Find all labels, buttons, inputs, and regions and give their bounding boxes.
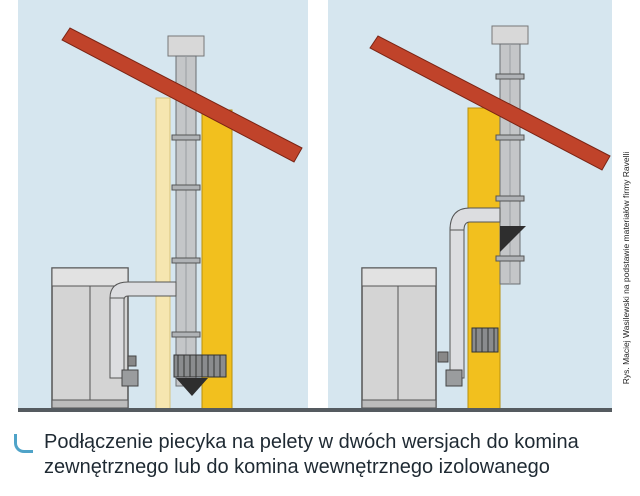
stove-flue-vertical	[449, 227, 465, 379]
chimney-insulation	[467, 107, 501, 410]
caption-line-2: zewnętrznego lub do komina wewnętrznego …	[44, 456, 550, 478]
illustration-credit: Rys. Maciej Wasilewski na podstawie mate…	[614, 95, 638, 440]
chimney-joint	[176, 378, 208, 396]
chimney-joint	[500, 226, 526, 252]
roof	[369, 35, 611, 171]
roof	[61, 27, 303, 163]
internal-chimney-diagram	[328, 0, 612, 410]
stove-flue-elbow	[109, 281, 177, 301]
pellet-stove	[361, 267, 437, 409]
external-chimney-diagram	[18, 0, 308, 410]
caption-text: Podłączenie piecyka na pelety w dwóch we…	[44, 430, 579, 480]
stove-flue-vertical	[109, 297, 125, 379]
caption-line-1: Podłączenie piecyka na pelety w dwóch we…	[44, 431, 579, 453]
caption-bracket-icon	[14, 434, 33, 453]
stove-flue-elbow	[449, 207, 501, 231]
chimney-cap	[167, 35, 205, 57]
chimney-cap	[491, 25, 529, 45]
ground-line	[18, 408, 612, 412]
credit-text: Rys. Maciej Wasilewski na podstawie mate…	[621, 151, 631, 384]
wall-strip	[155, 97, 171, 410]
